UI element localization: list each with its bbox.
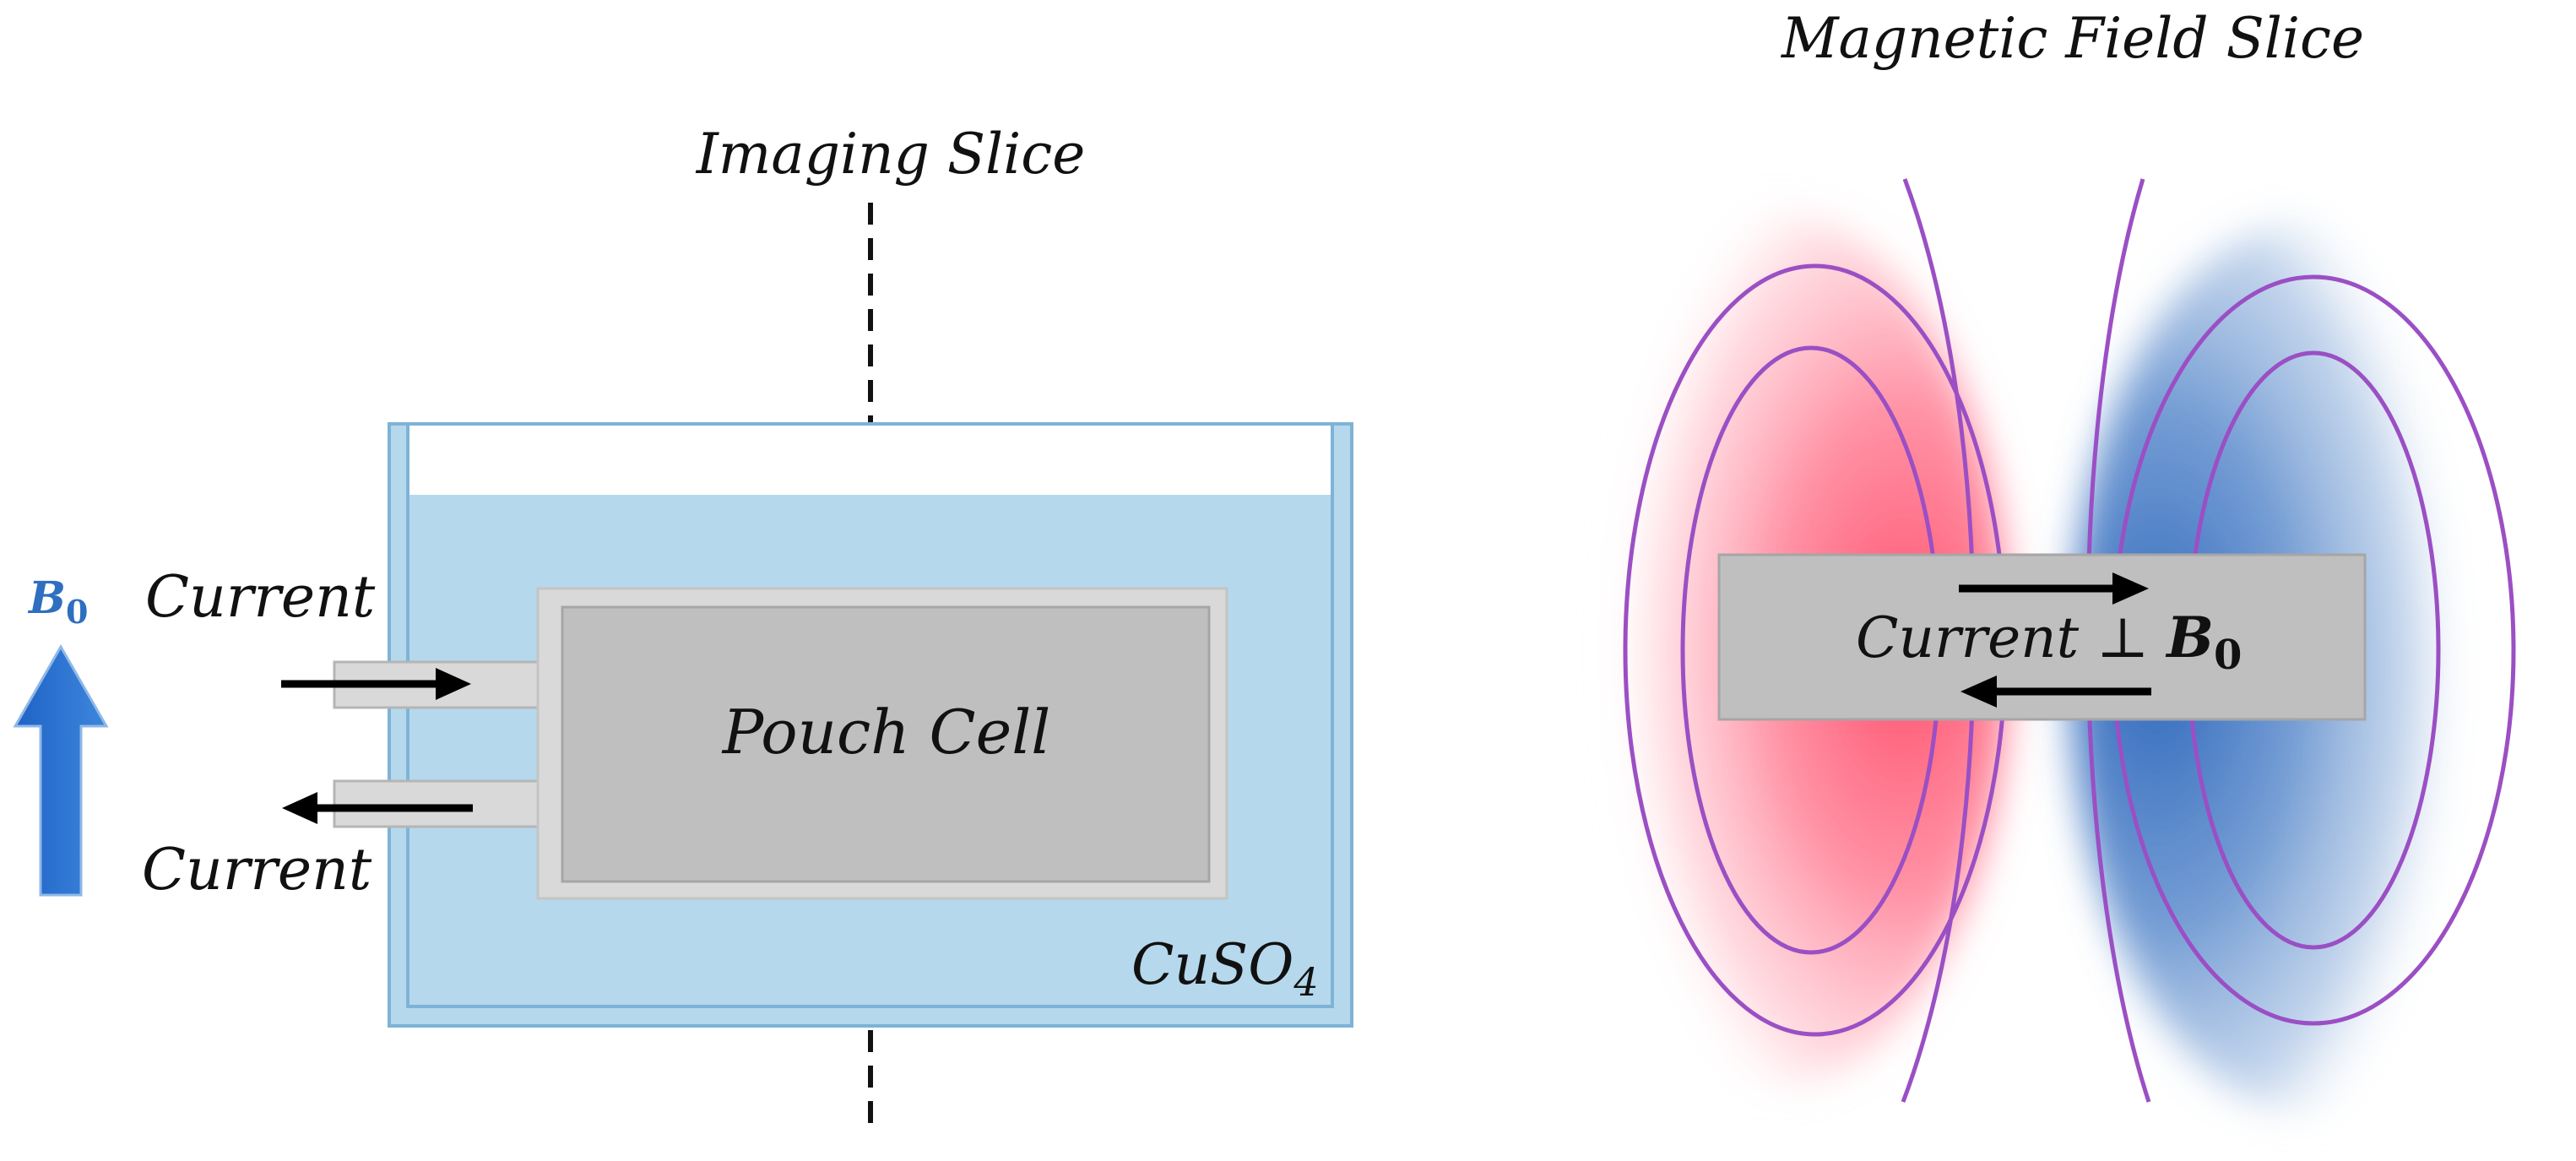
current-out-label: Current (142, 837, 372, 903)
current-in-label: Current (145, 564, 376, 631)
bar-current-right-arrow (1959, 572, 2149, 605)
b0-label: B0 (27, 572, 88, 631)
current-out-arrow (282, 792, 473, 824)
left-panel: Imaging Slice Pouch Cell CuSO4 Current C… (13, 122, 1353, 1131)
pouch-cell-body (561, 605, 1211, 883)
current-in-arrow (281, 668, 471, 700)
bar-current-left-arrow (1960, 675, 2151, 708)
electrolyte-label-sub: 4 (1293, 959, 1318, 1005)
current-perp-b0-label: Current ⊥ B0 (1856, 605, 2242, 679)
right-panel: Magnetic Field Slice Current ⊥ B0 (1528, 6, 2558, 1115)
tank-air-gap (408, 424, 1332, 495)
electrolyte-label-main: CuSO (1131, 932, 1293, 997)
bar-b0-main: B (2165, 605, 2214, 670)
electrolyte-label: CuSO4 (1131, 932, 1319, 1005)
tank-inner-wall (406, 422, 1334, 1008)
imaging-slice-label: Imaging Slice (696, 122, 1086, 187)
current-perp-label: Current ⊥ (1856, 605, 2167, 670)
b0-direction-arrow (13, 643, 109, 897)
b0-label-main: B (27, 572, 66, 624)
magnetic-field-slice-title: Magnetic Field Slice (1781, 6, 2364, 71)
b0-label-sub: 0 (66, 593, 88, 631)
negative-tab (333, 779, 564, 828)
bar-b0-sub: 0 (2214, 632, 2242, 679)
pouch-cell-label: Pouch Cell (721, 697, 1051, 768)
